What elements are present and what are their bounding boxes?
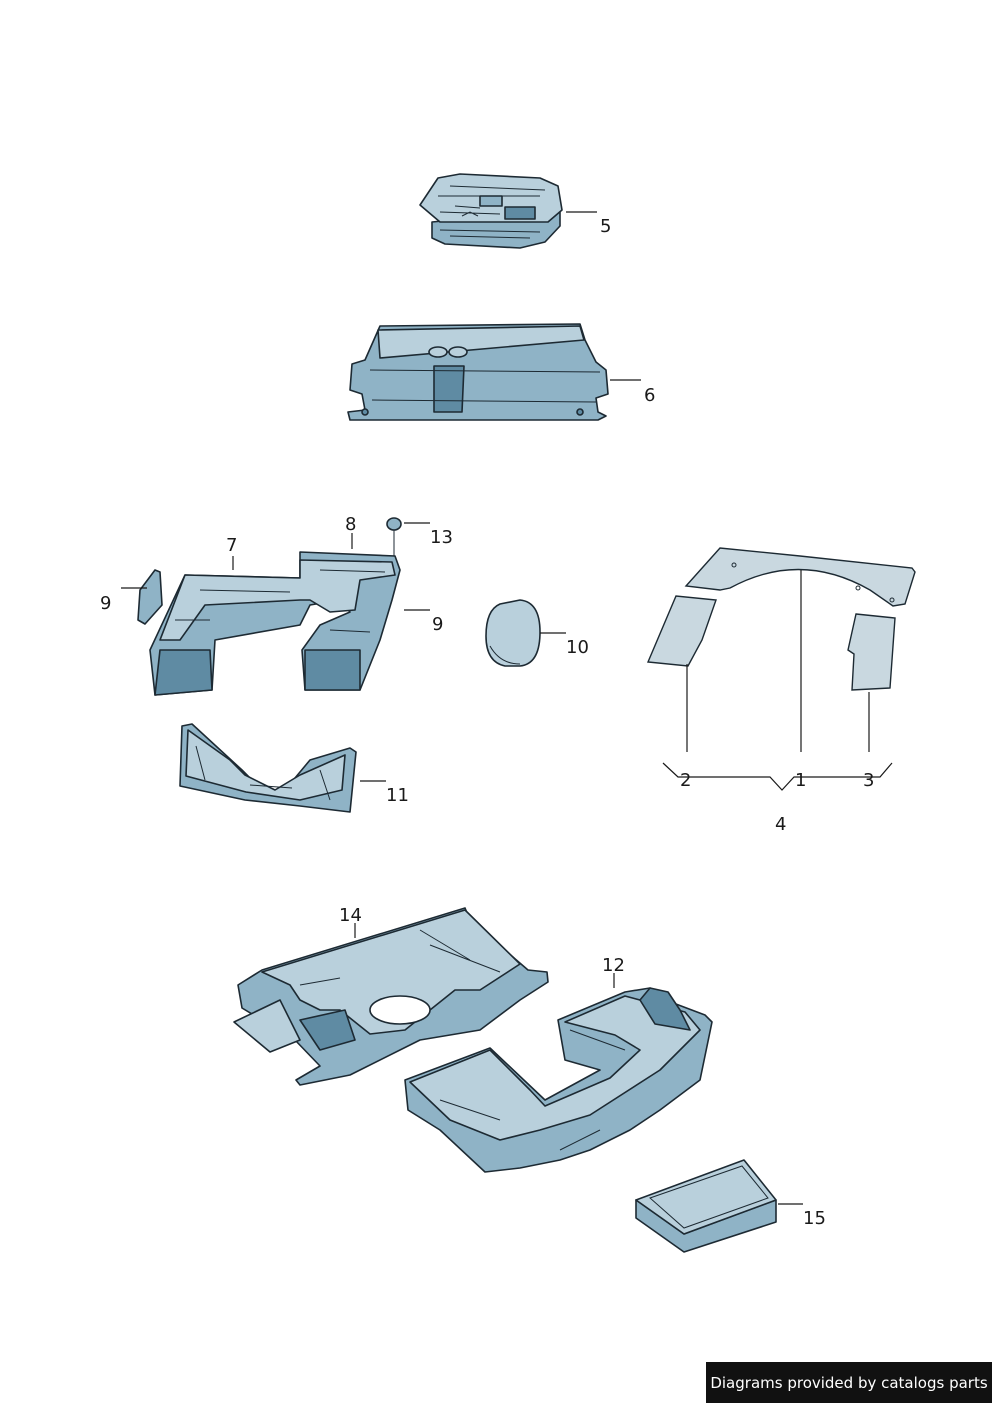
callout-9b: 9	[432, 614, 443, 635]
callout-14: 14	[339, 905, 362, 926]
callout-13: 13	[430, 527, 453, 548]
callout-9a: 9	[100, 593, 111, 614]
callout-1: 1	[795, 770, 806, 791]
part-3-right-panel	[847, 613, 896, 691]
callout-10: 10	[566, 637, 589, 658]
callout-6: 6	[644, 385, 655, 406]
diagram-credit-footer: Diagrams provided by catalogs parts	[706, 1362, 992, 1403]
callout-3: 3	[863, 770, 874, 791]
callout-15: 15	[803, 1208, 826, 1229]
callout-5: 5	[600, 216, 611, 237]
callout-2: 2	[680, 770, 691, 791]
part-14-wheel-well-foam	[233, 907, 549, 1086]
callout-4: 4	[775, 814, 786, 835]
callout-7: 7	[226, 535, 237, 556]
part-11-foam-support	[179, 723, 357, 813]
callout-11: 11	[386, 785, 409, 806]
bracket-4	[662, 762, 893, 791]
part-15-flat-pad	[635, 1159, 777, 1253]
part-5-tool-tray	[419, 173, 563, 249]
part-10-round-cover	[485, 599, 541, 667]
part-2-left-panel	[646, 595, 717, 667]
part-9-pad-left	[137, 569, 163, 625]
part-6-trim-panel	[347, 323, 609, 421]
callout-12: 12	[602, 955, 625, 976]
part-1-center-panel	[684, 547, 916, 607]
callout-8: 8	[345, 514, 356, 535]
part-7-foam-frame	[149, 551, 401, 696]
part-12-foam-tray	[404, 987, 713, 1173]
part-13-plug	[386, 517, 402, 556]
